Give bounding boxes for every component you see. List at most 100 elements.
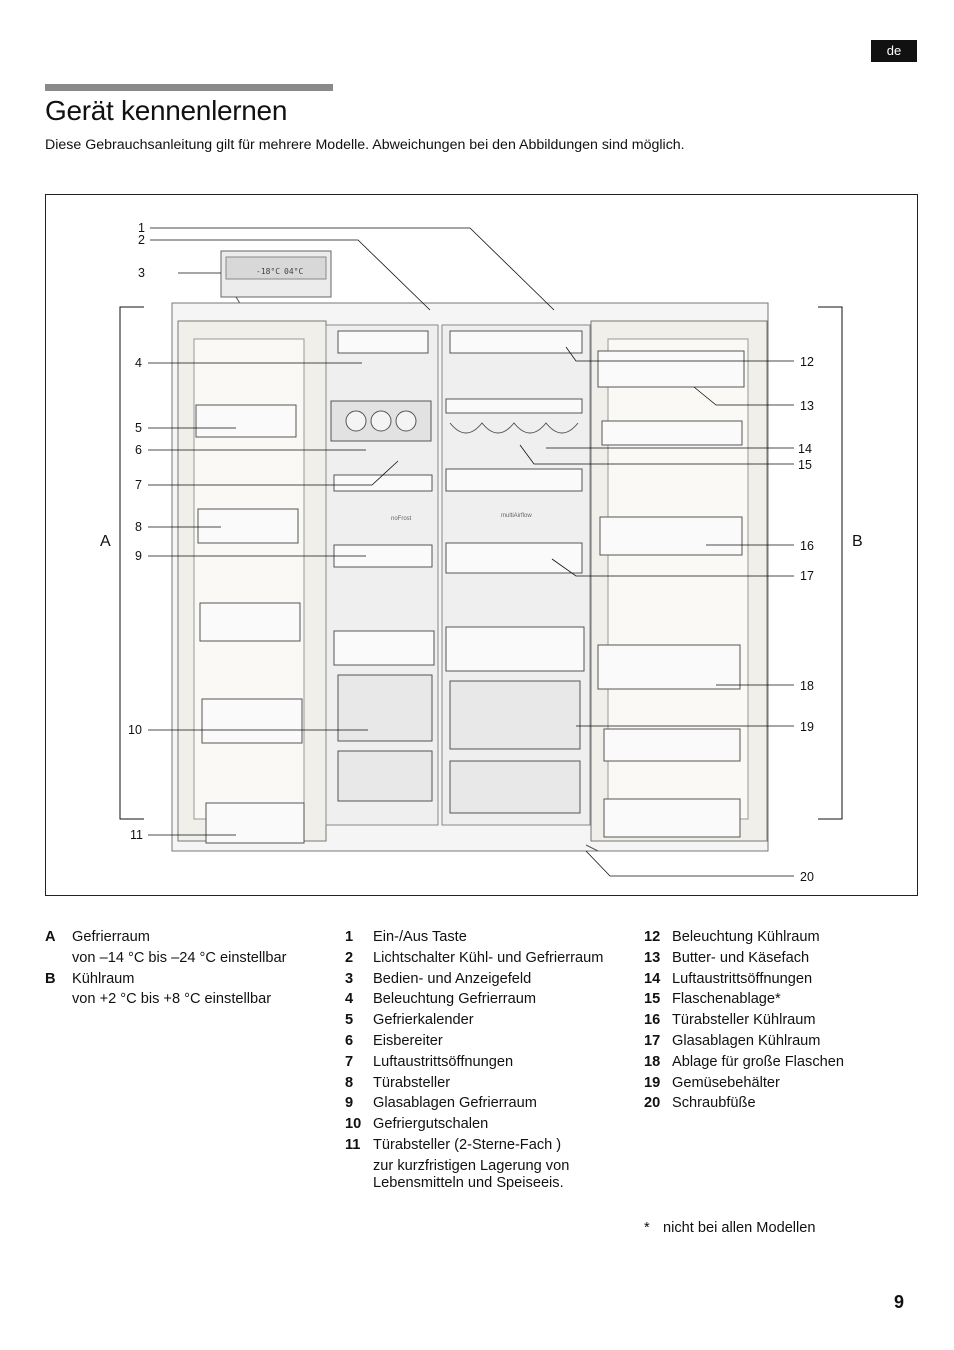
legend-item: 18 Ablage für große Flaschen (644, 1052, 914, 1073)
legend-zones: A Gefrierraum von –14 °C bis –24 °C eins… (45, 927, 325, 1010)
legend-text: Ablage für große Flaschen (672, 1053, 844, 1070)
legend-text: Kühlraum (72, 970, 135, 987)
callout-18: 18 (800, 679, 814, 693)
legend-key: 19 (644, 1074, 661, 1091)
legend-text: Lichtschalter Kühl- und Gefrierraum (373, 949, 604, 966)
legend-key: 7 (345, 1053, 354, 1070)
legend-item: 14 Luftaustrittsöffnungen (644, 969, 914, 990)
legend-item: 11 Türabsteller (2-Sterne-Fach ) (345, 1135, 635, 1156)
legend-item: 5 Gefrierkalender (345, 1010, 635, 1031)
callout-17: 17 (800, 569, 814, 583)
legend-key: 1 (345, 929, 354, 945)
callout-6: 6 (135, 443, 142, 457)
legend-text: Türabsteller Kühlraum (672, 1012, 816, 1029)
language-badge: de (871, 40, 917, 62)
legend-item: 15 Flaschenablage* (644, 989, 914, 1010)
panel-display-freezer: -18°C (256, 267, 280, 276)
legend-zone-b-detail: von +2 °C bis +8 °C einstellbar (45, 989, 325, 1010)
callout-10: 10 (128, 723, 142, 737)
intro-text: Diese Gebrauchsanleitung gilt für mehrer… (45, 137, 685, 153)
legend-key: 10 (345, 1116, 362, 1133)
callout-4: 4 (135, 356, 142, 370)
legend-key: 17 (644, 1032, 661, 1049)
panel-display-fridge: 04°C (284, 267, 303, 276)
callout-19: 19 (800, 720, 814, 734)
legend-item: 4 Beleuchtung Gefrierraum (345, 989, 635, 1010)
legend-text: Beleuchtung Gefrierraum (373, 991, 537, 1008)
zone-label-a: A (100, 533, 111, 550)
page-number: 9 (894, 1292, 905, 1312)
legend-item: 16 Türabsteller Kühlraum (644, 1010, 914, 1031)
legend-key: 8 (345, 1074, 354, 1091)
legend-item: 2 Lichtschalter Kühl- und Gefrierraum (345, 948, 635, 969)
legend-text: Luftaustrittsöffnungen (373, 1053, 514, 1070)
callout-14: 14 (798, 442, 812, 456)
legend-text: Glasablagen Kühlraum (672, 1032, 821, 1049)
callout-1: 1 (138, 221, 145, 235)
legend-text: Gefriergutschalen (373, 1116, 489, 1133)
legend-zone-a-detail: von –14 °C bis –24 °C einstellbar (45, 948, 325, 969)
legend-item: 20 Schraubfüße (644, 1093, 914, 1114)
legend-item-note: zur kurzfristigen Lagerung von Lebensmit… (345, 1156, 635, 1192)
legend-key: 20 (644, 1095, 661, 1112)
legend-key: 9 (345, 1095, 354, 1112)
callout-12: 12 (800, 355, 814, 369)
callout-5: 5 (135, 421, 142, 435)
footnote-text: nicht bei allen Modellen (663, 1220, 816, 1236)
legend-key: 15 (644, 991, 661, 1008)
legend-key: 2 (345, 949, 354, 966)
legend-text: Gefrierkalender (373, 1012, 474, 1029)
callout-20: 20 (800, 870, 814, 884)
legend-item: 17 Glasablagen Kühlraum (644, 1031, 914, 1052)
appliance-figure: -18°C 04°C noFrost multiAirflow A B (45, 194, 918, 896)
legend-key: 5 (345, 1012, 354, 1029)
legend-text: Gefrierraum (72, 929, 150, 945)
legend-item: 8 Türabsteller (345, 1073, 635, 1094)
zone-label-b: B (852, 533, 863, 550)
legend-key: 6 (345, 1032, 354, 1049)
legend-item: 3 Bedien- und Anzeigefeld (345, 969, 635, 990)
callout-2: 2 (138, 233, 145, 247)
callout-16: 16 (800, 539, 814, 553)
legend-text: Butter- und Käsefach (672, 949, 810, 966)
legend-text: Flaschenablage* (672, 991, 781, 1008)
multiairflow-label: multiAirflow (501, 513, 532, 519)
legend-item: 6 Eisbereiter (345, 1031, 635, 1052)
legend-key: 18 (644, 1053, 661, 1070)
page-title: Gerät kennenlernen (45, 95, 288, 126)
callout-8: 8 (135, 520, 142, 534)
legend-text: Türabsteller (2-Sterne-Fach ) (373, 1136, 562, 1153)
footnote-marker: * (644, 1220, 650, 1236)
legend-key: 16 (644, 1012, 661, 1029)
legend-key: 13 (644, 949, 661, 966)
legend-text: Bedien- und Anzeigefeld (373, 970, 532, 987)
legend-text: von +2 °C bis +8 °C einstellbar (72, 991, 272, 1008)
legend-key: 11 (345, 1136, 361, 1153)
legend-text: Luftaustrittsöffnungen (672, 970, 813, 987)
callout-15: 15 (798, 458, 812, 472)
legend-text: Beleuchtung Kühlraum (672, 929, 820, 945)
callout-13: 13 (800, 399, 814, 413)
callout-9: 9 (135, 549, 142, 563)
legend-text: Türabsteller (373, 1074, 451, 1091)
callout-7: 7 (135, 478, 142, 492)
fridge-illustration: -18°C 04°C noFrost multiAirflow A B (100, 221, 863, 884)
legend-text: Eisbereiter (373, 1032, 443, 1049)
legend-zone-b: B Kühlraum (45, 969, 325, 990)
footnote: * nicht bei allen Modellen (644, 1220, 816, 1236)
callout-11: 11 (130, 828, 143, 842)
legend-text: Schraubfüße (672, 1095, 756, 1112)
legend-key: 14 (644, 970, 661, 987)
legend-text: von –14 °C bis –24 °C einstellbar (72, 949, 287, 966)
nofrost-label: noFrost (391, 516, 412, 522)
title-rule (45, 84, 333, 91)
legend-key: 3 (345, 970, 354, 987)
legend-key: 4 (345, 991, 354, 1008)
legend-key (345, 1156, 373, 1192)
legend-item: 13 Butter- und Käsefach (644, 948, 914, 969)
